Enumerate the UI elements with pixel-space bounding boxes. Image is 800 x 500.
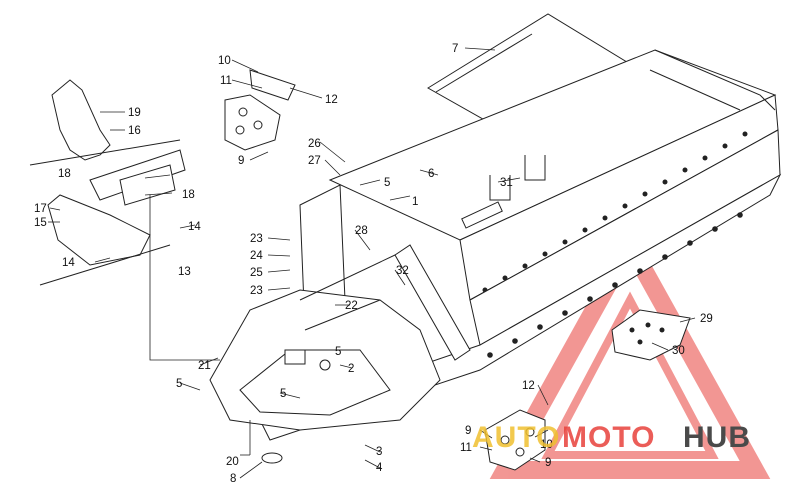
callout-30: 30	[672, 345, 685, 357]
callout-26: 26	[308, 138, 321, 150]
callout-3: 3	[376, 446, 382, 458]
callout-15: 15	[34, 217, 47, 229]
callout-1: 1	[412, 196, 418, 208]
part-rear-bracket-29	[611, 309, 691, 361]
callout-14-right: 14	[188, 221, 201, 233]
callout-29: 29	[700, 313, 713, 325]
part-u-bolts	[489, 155, 546, 201]
callout-20: 20	[226, 456, 239, 468]
callout-24: 24	[250, 250, 263, 262]
watermark-text-hub: HUB	[683, 421, 751, 454]
callout-5-floor: 5	[280, 388, 286, 400]
callout-7: 7	[452, 43, 458, 55]
callout-10-top: 10	[218, 55, 231, 67]
callout-11-bottom: 11	[460, 442, 472, 454]
callout-28: 28	[355, 225, 368, 237]
callout-25: 25	[250, 267, 263, 279]
part-washer	[261, 452, 283, 464]
callout-13: 13	[178, 266, 191, 278]
callout-12-bottom: 12	[522, 380, 535, 392]
callout-23-upper: 23	[250, 233, 263, 245]
callout-4: 4	[376, 462, 383, 474]
callout-21: 21	[198, 360, 211, 372]
part-steering-mount-left	[29, 79, 186, 286]
callout-9-bottom-right: 9	[545, 457, 551, 469]
callout-31: 31	[500, 177, 513, 189]
callout-18-right: 18	[182, 189, 195, 201]
callout-6: 6	[428, 168, 434, 180]
callout-19: 19	[128, 107, 141, 119]
callout-2: 2	[348, 363, 354, 375]
callout-10-bottom: 10	[540, 439, 553, 451]
callout-17: 17	[34, 203, 47, 215]
callout-8: 8	[230, 473, 236, 485]
callout-14-left: 14	[62, 257, 75, 269]
watermark-logo-text: AUTO MOTO HUB	[472, 421, 751, 454]
callout-23-lower: 23	[250, 285, 263, 297]
callout-5-top: 5	[384, 177, 390, 189]
callout-22: 22	[345, 300, 358, 312]
callout-16: 16	[128, 125, 141, 137]
callout-5-mid: 5	[335, 346, 341, 358]
part-front-frame	[209, 184, 471, 431]
callout-27: 27	[308, 155, 321, 167]
callout-9-top: 9	[238, 155, 244, 167]
callout-18-left: 18	[58, 168, 71, 180]
part-tunnel	[328, 49, 779, 333]
watermark-text-auto: AUTO	[472, 421, 560, 454]
part-lower-bracket	[484, 409, 546, 471]
leader-lines	[48, 47, 696, 479]
callout-9-bottom-left: 9	[465, 425, 471, 437]
callout-labels: 7 19 16 18 18 17 15 14 14 13 10 11 12 9 …	[34, 43, 713, 485]
callout-11-top: 11	[220, 75, 232, 87]
callout-12-top: 12	[325, 94, 338, 106]
part-upper-bracket	[224, 69, 296, 151]
watermark-text-moto: MOTO	[562, 421, 655, 454]
watermark-logo-triangle	[489, 226, 771, 479]
callout-5-left: 5	[176, 378, 182, 390]
callout-32: 32	[396, 265, 409, 277]
